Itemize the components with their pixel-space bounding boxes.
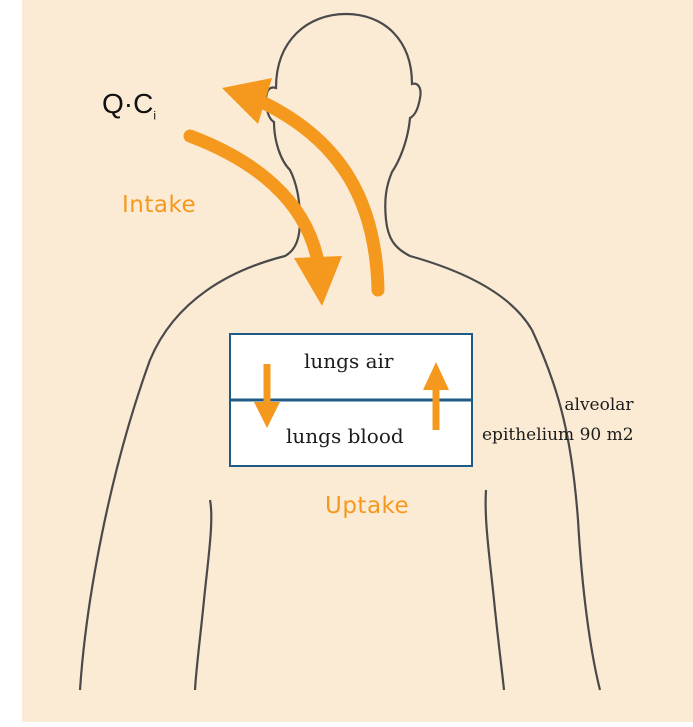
lungs-blood-label: lungs blood xyxy=(286,424,404,448)
flow-rate-label: Q·Ci xyxy=(102,88,156,123)
alveolar-epithelium-label: alveolar epithelium 90 m2 xyxy=(482,390,634,450)
uptake-label: Uptake xyxy=(325,493,409,519)
lungs-air-label: lungs air xyxy=(304,349,393,373)
alveolar-line-1: alveolar xyxy=(482,390,634,420)
alveolar-line-2: epithelium 90 m2 xyxy=(482,420,634,450)
intake-label: Intake xyxy=(122,192,196,218)
flow-subscript: i xyxy=(153,109,156,123)
